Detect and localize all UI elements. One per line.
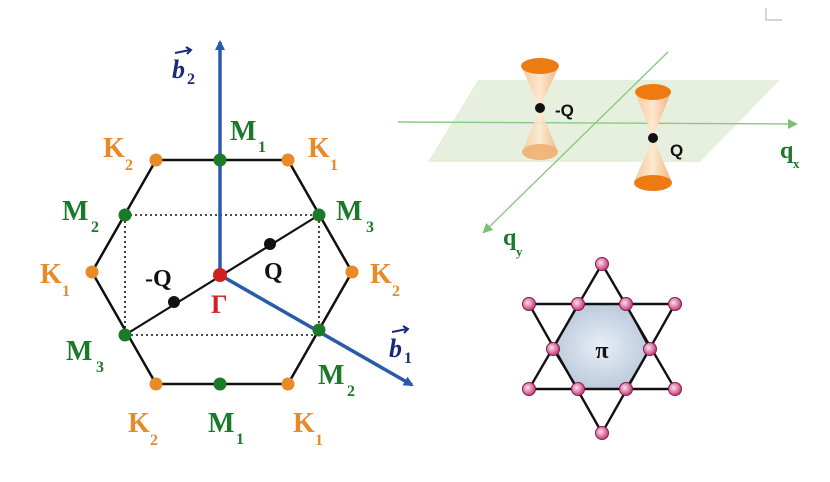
k1-sub-left: 1 (62, 283, 70, 300)
kagome-site (643, 342, 657, 356)
m2-sub-left: 2 (91, 219, 99, 236)
m-point (312, 208, 326, 222)
qy-subscript: y (516, 244, 523, 259)
k-point (281, 377, 295, 391)
m2-sub-right: 2 (347, 383, 355, 400)
b1-vector-accent (391, 328, 408, 333)
k2-label-right: K (370, 259, 392, 290)
m3-sub-left: 3 (96, 359, 104, 376)
k-point (345, 265, 359, 279)
qx-label: q (780, 138, 794, 164)
qy-label: q (503, 225, 517, 251)
k2-label-bottom: K (128, 408, 150, 439)
qy-axis (482, 51, 669, 234)
pi-flux-label: π (595, 338, 608, 364)
m-point (213, 377, 227, 391)
kagome-site (668, 382, 682, 396)
m2-label-left: M (62, 196, 88, 227)
kagome-site (571, 297, 585, 311)
kagome-site (522, 382, 536, 396)
m3-label-left: M (66, 336, 92, 367)
m1-label-bottom: M (208, 408, 234, 439)
b2-subscript: 2 (187, 71, 195, 88)
gamma-point (213, 268, 227, 282)
cone-minus-q (521, 58, 559, 160)
k1-sub-bottom: 1 (315, 432, 323, 449)
qx-axis (397, 118, 798, 129)
m1-sub-top: 1 (258, 139, 266, 156)
cone-minus-q-label: -Q (555, 101, 574, 120)
momentum-plane (428, 80, 780, 162)
b1-label: b (389, 334, 402, 363)
k-point (281, 153, 295, 167)
m3-label-right: M (336, 196, 362, 227)
k2-sub-bottom: 2 (150, 432, 158, 449)
kagome-star-diagram: π (522, 257, 682, 440)
q-node (648, 133, 658, 143)
gamma-label: Γ (211, 290, 228, 319)
m-point (118, 208, 132, 222)
cone-q (634, 84, 672, 191)
kagome-site (595, 257, 609, 271)
minus-q-label: -Q (145, 266, 172, 292)
k2-sub-top: 2 (125, 157, 133, 174)
brillouin-zone-diagram: b 2 b 1 Γ Q -Q K 2 K 1 K 1 K 2 K 2 K 1 M… (40, 40, 414, 449)
k1-sub-top: 1 (330, 157, 338, 174)
k1-label-top: K (308, 133, 330, 164)
m2-label-right: M (318, 360, 344, 391)
dotted-rectangle (124, 214, 320, 336)
m3-sub-right: 3 (366, 219, 374, 236)
kagome-site (619, 297, 633, 311)
k2-sub-right: 2 (392, 283, 400, 300)
kagome-site (546, 342, 560, 356)
corner-mark (765, 8, 782, 21)
qx-subscript: x (793, 156, 800, 171)
minus-q-node (535, 103, 545, 113)
k2-label-top: K (103, 133, 125, 164)
m-point (312, 323, 326, 337)
k-point (85, 265, 99, 279)
k-point (149, 153, 163, 167)
kagome-sites (522, 257, 682, 440)
cone-q-label: Q (670, 141, 683, 160)
upward-triangle (526, 261, 678, 391)
b2-vector-accent (174, 49, 191, 54)
kagome-site (571, 382, 585, 396)
m1-label-top: M (230, 116, 256, 147)
q-point (264, 238, 276, 250)
b2-label: b (172, 55, 185, 84)
k-point (149, 377, 163, 391)
kagome-site (668, 297, 682, 311)
kagome-site (595, 426, 609, 440)
m-point (213, 153, 227, 167)
minus-q-point (168, 296, 180, 308)
m-point (118, 328, 132, 342)
downward-triangle (526, 302, 678, 436)
k1-label-bottom: K (293, 408, 315, 439)
dirac-cones-diagram: -Q Q q x q y (397, 8, 800, 259)
b1-subscript: 1 (404, 350, 412, 367)
kagome-site (619, 382, 633, 396)
kagome-site (522, 297, 536, 311)
q-label: Q (264, 259, 283, 285)
m1-sub-bottom: 1 (236, 431, 244, 448)
k1-label-left: K (40, 259, 62, 290)
